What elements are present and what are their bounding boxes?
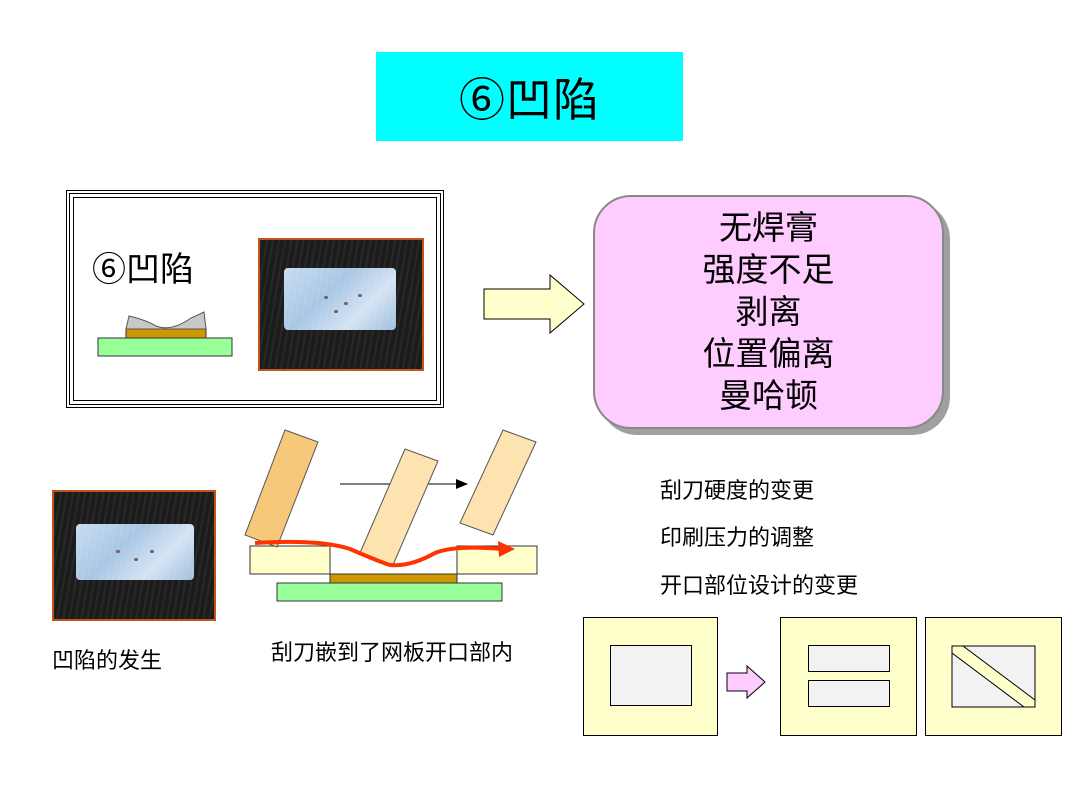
occurrence-photo (52, 490, 216, 621)
aperture-split-panel (780, 617, 917, 736)
squeegee-hard-shape (244, 429, 319, 548)
substrate-shape (97, 337, 233, 357)
countermeasure-item: 印刷压力的调整 (660, 526, 815, 551)
pad-shape (125, 328, 207, 339)
title-box: ⑥凹陷 (376, 52, 683, 141)
squeegee-mid-shape (359, 448, 439, 566)
paste-shape (329, 573, 458, 584)
stencil-left-shape (249, 545, 331, 575)
cause-item: 位置偏离 (702, 334, 835, 373)
squeegee-diagram (244, 429, 538, 602)
aperture-split-bottom-shape (808, 680, 890, 707)
countermeasure-item: 开口部位设计的变更 (660, 574, 859, 599)
page-title: ⑥凹陷 (459, 72, 600, 127)
squeegee-right-shape (459, 429, 537, 536)
frame-label: ⑥凹陷 (92, 250, 194, 290)
aperture-split-top-shape (808, 645, 890, 672)
countermeasure-item: 刮刀硬度的变更 (660, 479, 815, 504)
right-arrow-icon (483, 273, 585, 335)
motion-arrowhead-icon (456, 479, 468, 489)
dent-cross-section (97, 311, 233, 357)
aperture-before-panel (583, 617, 718, 736)
solder-pad-image (76, 524, 194, 580)
causes-box: 无焊膏 强度不足 剥离 位置偏离 曼哈顿 (593, 195, 944, 429)
defect-photo (258, 238, 424, 371)
solder-pad-image (284, 268, 396, 330)
cause-item: 剥离 (735, 292, 802, 331)
cause-item: 无焊膏 (719, 208, 818, 247)
cause-item: 曼哈顿 (719, 376, 818, 415)
stencil-right-shape (456, 545, 538, 575)
cause-item: 强度不足 (702, 250, 835, 289)
aperture-diagonal-panel (925, 617, 1062, 736)
aperture-diagonal-shape (951, 645, 1036, 708)
squeegee-caption: 刮刀嵌到了网板开口部内 (271, 641, 514, 666)
paste-flow-arrowhead-icon (498, 541, 515, 557)
dented-paste-shape (125, 311, 207, 330)
defect-illustration-frame: ⑥凹陷 (66, 190, 444, 408)
small-right-arrow-icon (726, 664, 766, 700)
substrate-shape (276, 582, 503, 602)
occurrence-caption: 凹陷的发生 (52, 649, 163, 674)
paste-flow-arrow (254, 539, 503, 568)
aperture-single-shape (610, 645, 692, 706)
